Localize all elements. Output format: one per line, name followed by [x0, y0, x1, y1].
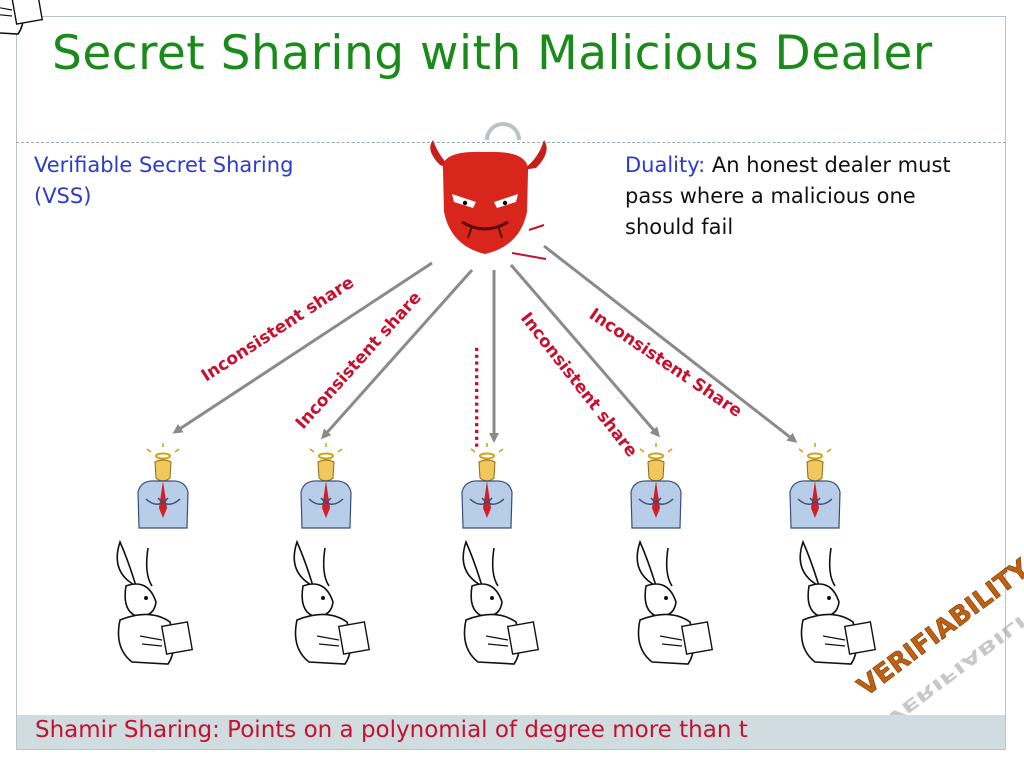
arrow-to-party-2 [321, 269, 474, 440]
arrow-to-party-1 [172, 261, 433, 434]
vss-line-1: Verifiable Secret Sharing [34, 153, 294, 177]
arrow-to-party-5 [543, 244, 798, 443]
duality-label: Duality: [625, 153, 706, 177]
devil-dealer-icon [430, 122, 547, 260]
duality-line-3: should fail [625, 215, 734, 239]
vss-line-2: (VSS) [34, 184, 92, 208]
duality-line-1-rest: An honest dealer must [705, 153, 951, 177]
edge-label-3: ............... [470, 346, 491, 449]
slide-title: Secret Sharing with Malicious Dealer [52, 26, 933, 81]
title-divider [16, 142, 1006, 143]
footer-bar: Shamir Sharing: Points on a polynomial o… [17, 715, 1005, 749]
arrow-to-party-4 [509, 264, 660, 438]
edge-label-5: Inconsistent Share [585, 305, 745, 422]
duality-text: Duality: An honest dealer must pass wher… [625, 150, 995, 243]
duality-line-1: Duality: An honest dealer must [625, 150, 995, 181]
rabbit-verifier-icon [0, 0, 44, 35]
edge-label-1: Inconsistent share [198, 273, 358, 387]
vss-text: Verifiable Secret Sharing (VSS) [34, 150, 364, 212]
duality-line-2: pass where a malicious one [625, 184, 916, 208]
footer-text: Shamir Sharing: Points on a polynomial o… [35, 717, 748, 743]
